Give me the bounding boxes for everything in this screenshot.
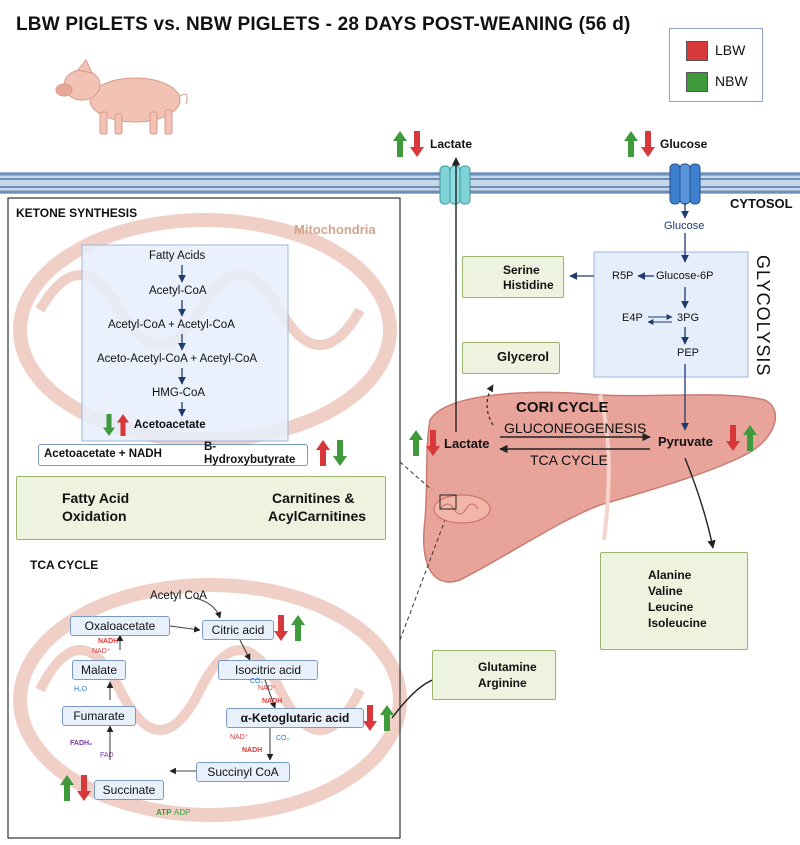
nad-label-3: NAD⁺ [230, 734, 249, 741]
ketone-pathway-box [81, 244, 289, 442]
aceto-acetyl-coa-label: Aceto-Acetyl-CoA + Acetyl-CoA [97, 353, 258, 365]
lactate-transporter [439, 165, 471, 205]
fad-label: FAD [100, 752, 114, 759]
histidine-label: Histidine [503, 278, 554, 292]
e4p-label: E4P [622, 312, 643, 324]
left-panel-frame [7, 197, 401, 839]
nadh-label-2: NADH [262, 698, 283, 705]
piglet-illustration [55, 59, 188, 135]
legend-nbw-label: NBW [715, 73, 748, 89]
pep-label: PEP [677, 347, 700, 359]
bhb-label-2: Hydroxybutyrate [204, 454, 296, 466]
glycerol-box [462, 342, 560, 374]
lactate-liver-label: Lactate [444, 436, 490, 451]
glucose-transporter [669, 163, 701, 205]
cori-cycle-label: CORI CYCLE [516, 399, 609, 416]
tca-acetyl-coa-label: Acetyl CoA [150, 590, 207, 602]
isocitric-acid-node: Isocitric acid [218, 660, 318, 680]
fadh2-label: FADH₂ [70, 740, 93, 747]
bhb-reaction-reactants: Acetoacetate + NADH [44, 448, 162, 460]
h2o-label: H₂O [74, 686, 88, 693]
acetyl-coa-pair-label: Acetyl-CoA + Acetyl-CoA [108, 319, 235, 331]
nadh-label-3: NADH [242, 747, 263, 754]
hmg-coa-label: HMG-CoA [152, 387, 206, 399]
co2-label-1: CO₂ [250, 678, 264, 685]
valine-label: Valine [648, 584, 683, 598]
fao-label-1: Fatty Acid [62, 490, 130, 506]
cell-membrane [0, 172, 800, 194]
isoleucine-label: Isoleucine [648, 616, 707, 630]
fao-label-2: Oxidation [62, 508, 127, 524]
legend: LBW NBW [669, 28, 763, 102]
succinyl-coa-node: Succinyl CoA [196, 762, 290, 782]
glutamine-label: Glutamine [478, 660, 537, 674]
ketone-synthesis-heading: KETONE SYNTHESIS [16, 206, 138, 220]
figure-title: LBW PIGLETS vs. NBW PIGLETS - 28 DAYS PO… [16, 14, 631, 35]
carnitines-label-1: Carnitines & [272, 490, 355, 506]
3pg-label: 3PG [677, 312, 700, 324]
leucine-label: Leucine [648, 600, 694, 614]
legend-lbw-label: LBW [715, 42, 746, 58]
succinate-node: Succinate [94, 780, 164, 800]
glycolysis-label: GLYCOLYSIS [753, 255, 773, 377]
glucose-top-label: Glucose [660, 137, 708, 151]
liver-mitochondrion-icon [433, 494, 491, 524]
glycerol-label: Glycerol [497, 349, 550, 364]
tca-cycle-liver-label: TCA CYCLE [530, 452, 608, 468]
nad-label-1: NAD⁺ [92, 648, 111, 655]
legend-nbw-swatch [686, 72, 708, 92]
fatty-acids-label: Fatty Acids [149, 250, 206, 262]
serine-histidine-box [462, 256, 564, 298]
oxaloacetate-node: Oxaloacetate [70, 616, 170, 636]
r5p-label: R5P [612, 270, 634, 282]
carnitines-label-2: AcylCarnitines [268, 508, 367, 524]
atp-label: ATP [156, 808, 172, 817]
acetoacetate-label: Acetoacetate [134, 419, 206, 431]
co2-label-2: CO₂ [276, 735, 290, 742]
acetyl-coa-label: Acetyl-CoA [149, 285, 207, 297]
fumarate-node: Fumarate [62, 706, 136, 726]
bhb-label-1: B- [204, 441, 217, 453]
glucose-inner-label: Glucose [664, 220, 705, 232]
legend-lbw-swatch [686, 41, 708, 61]
glucose6p-label: Glucose-6P [656, 270, 714, 282]
fatty-acid-oxidation-box [16, 476, 386, 540]
alpha-ketoglutaric-acid-node: α-Ketoglutaric acid [226, 708, 364, 728]
bhb-reaction-box [38, 444, 308, 466]
tca-cycle-heading: TCA CYCLE [30, 558, 99, 572]
nad-label-2: NAD⁺ [258, 685, 277, 692]
citric-acid-node: Citric acid [202, 620, 274, 640]
arginine-label: Arginine [478, 676, 527, 690]
mitochondria-label: Mitochondria [294, 222, 376, 237]
gluconeogenesis-label: GLUCONEOGENESIS [504, 420, 647, 436]
pyruvate-label: Pyruvate [658, 434, 713, 449]
alanine-label: Alanine [648, 568, 692, 582]
adp-label: ADP [174, 808, 191, 817]
malate-node: Malate [72, 660, 126, 680]
lactate-top-label: Lactate [430, 137, 473, 151]
glutamine-arginine-box [432, 650, 556, 700]
nadh-label-1: NADH [98, 638, 119, 645]
cytosol-label: CYTOSOL [730, 196, 793, 211]
serine-label: Serine [503, 263, 540, 277]
bcaa-box [600, 552, 748, 650]
